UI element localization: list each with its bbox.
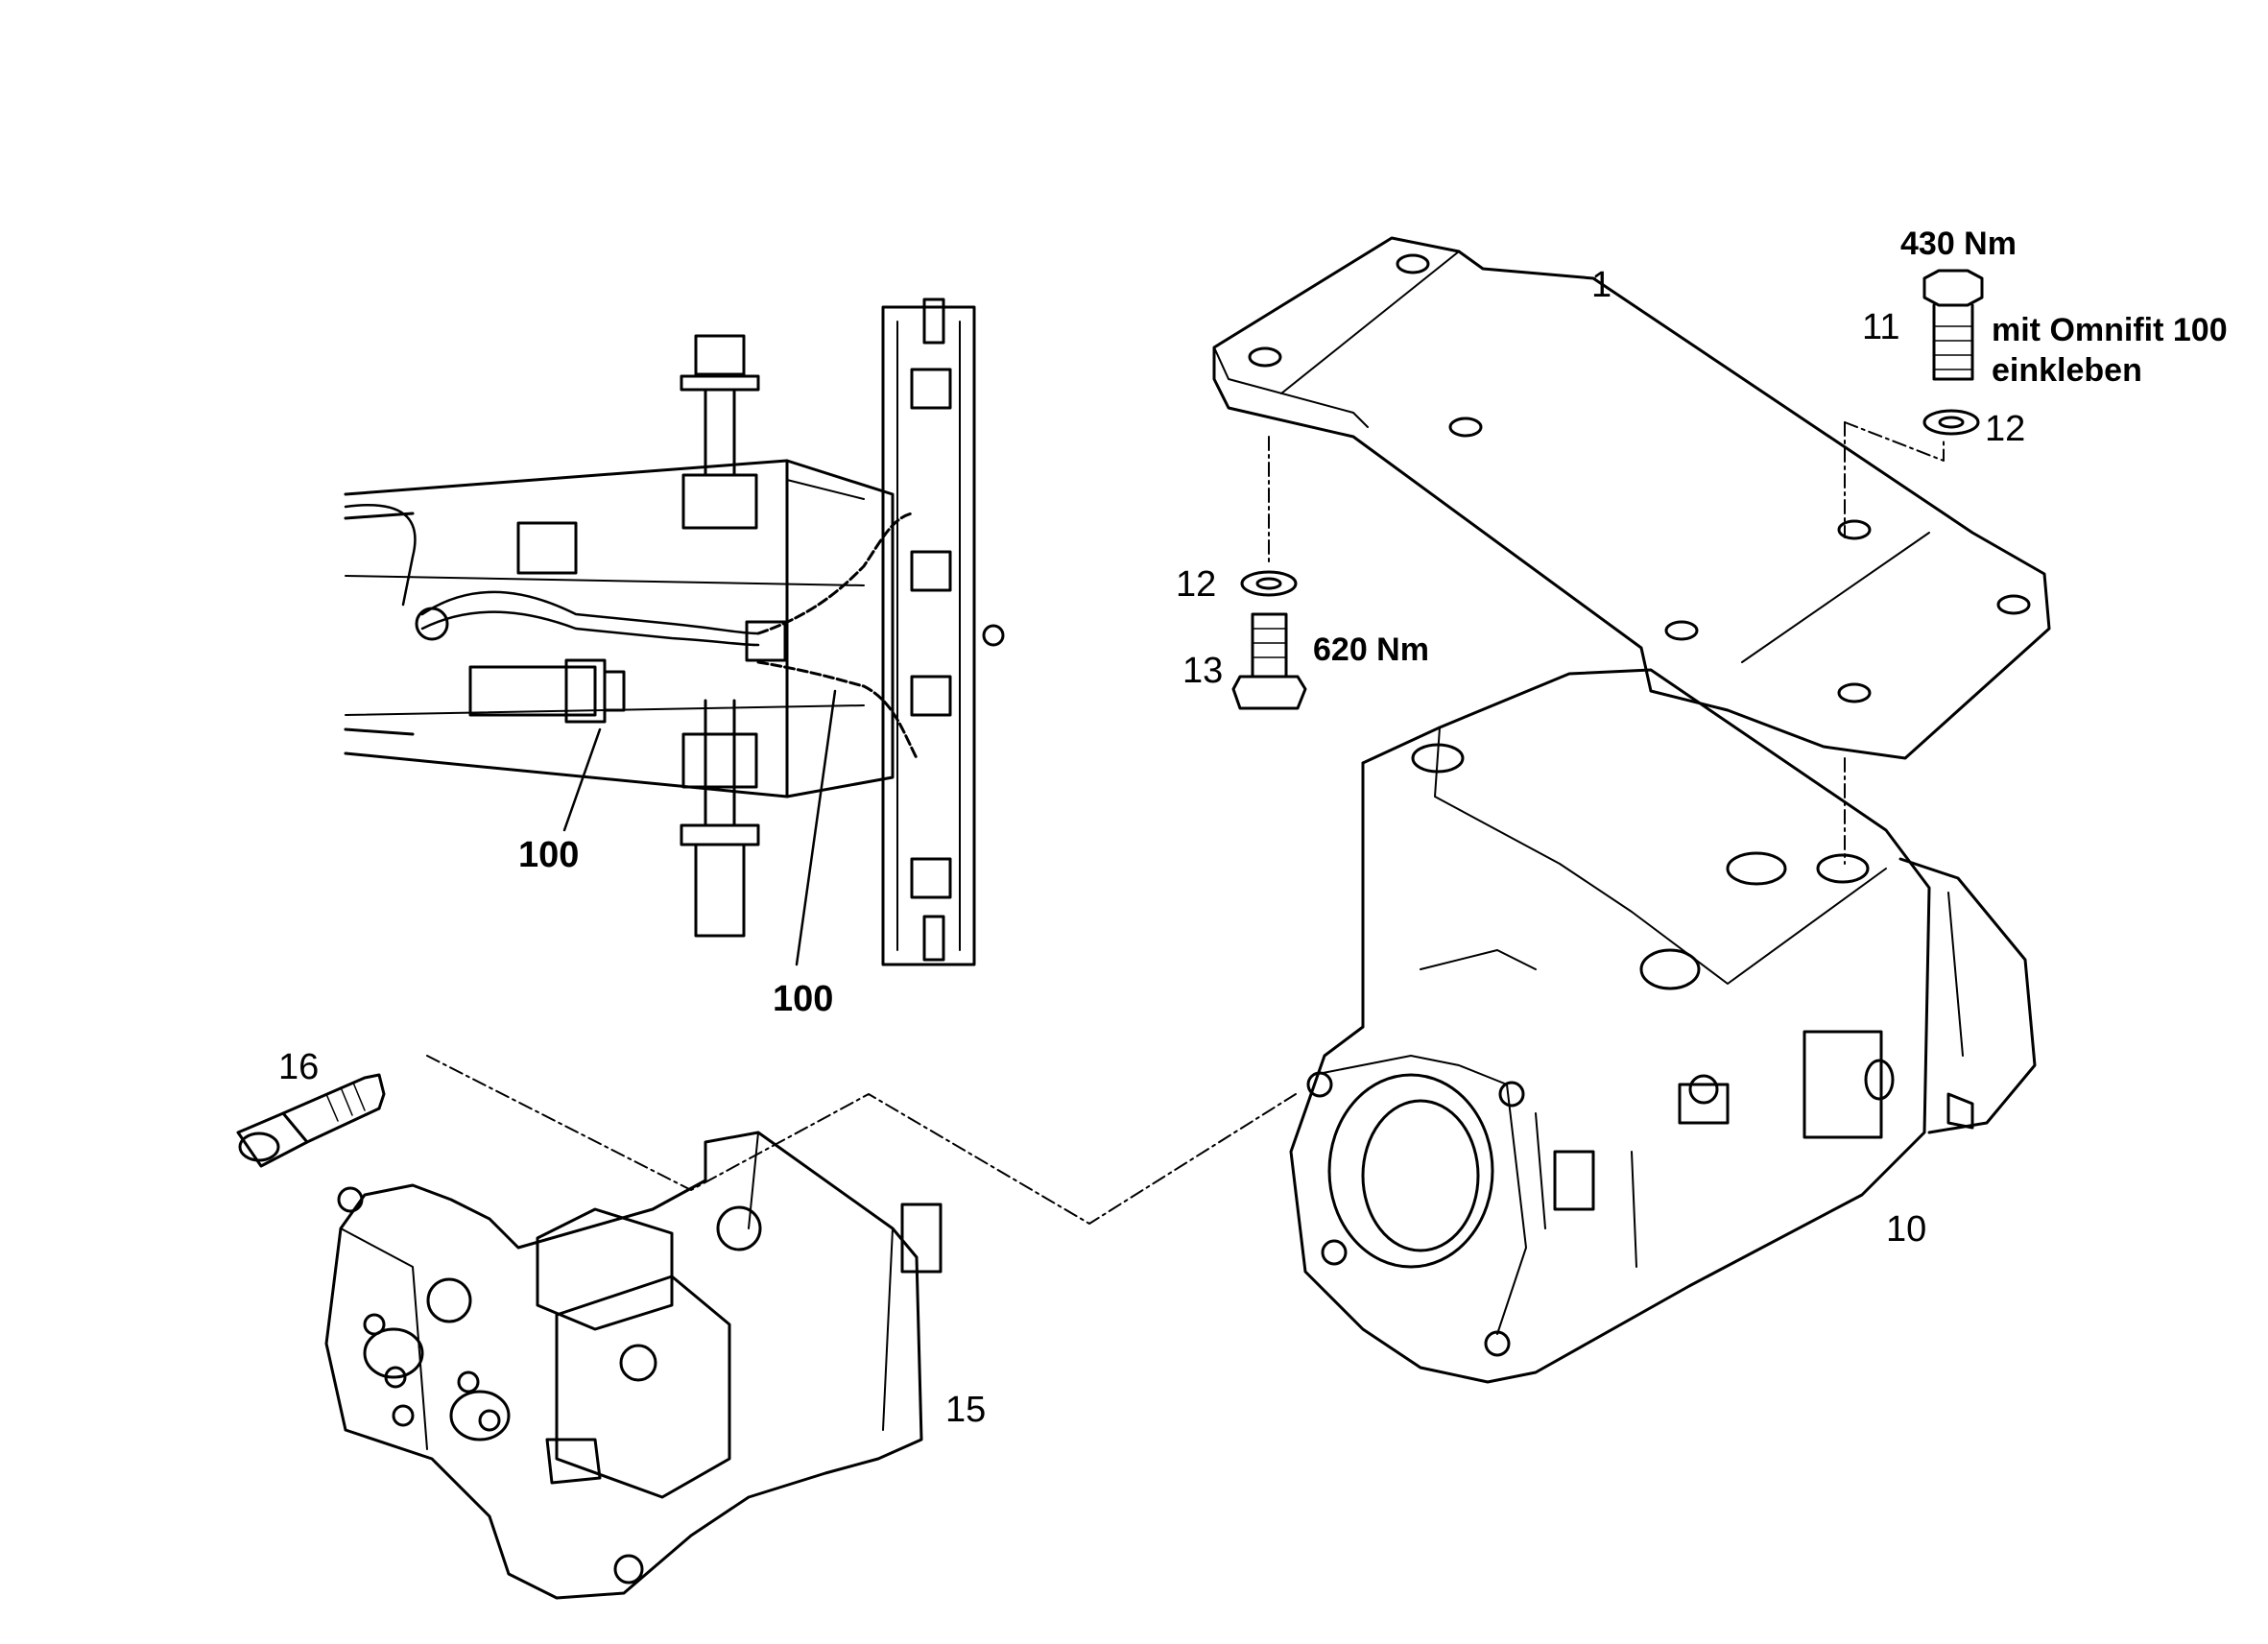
adhesive-note-line2: einkleben [1992,352,2142,389]
callout-line-100a [562,727,602,832]
assembly-lines [426,421,1945,1225]
callout-15: 15 [945,1390,987,1430]
callout-line-100b [795,689,837,966]
washer-12-top [1922,409,1980,436]
adhesive-note-line1: mit Omnifit 100 [1992,312,2228,348]
bolt-11 [1922,269,1984,381]
callout-100-right: 100 [773,979,834,1019]
vehicle-frame-inset [344,298,1005,966]
motor-15 [324,1131,943,1600]
torque-note-430: 430 Nm [1900,226,2017,262]
callout-100-left: 100 [518,835,580,875]
pump-10 [1289,668,2037,1384]
callout-1: 1 [1591,265,1612,305]
callout-12-left: 12 [1176,564,1217,605]
torque-note-620: 620 Nm [1313,631,1429,668]
callout-13: 13 [1182,651,1224,691]
callout-10: 10 [1886,1209,1927,1250]
mounting-plate [1212,236,2051,760]
callout-16: 16 [278,1047,320,1087]
washer-12-left [1240,570,1298,597]
callout-11: 11 [1862,307,1900,347]
callout-12-top: 12 [1985,409,2026,449]
bolt-13 [1231,612,1307,710]
screw-16 [236,1073,386,1168]
